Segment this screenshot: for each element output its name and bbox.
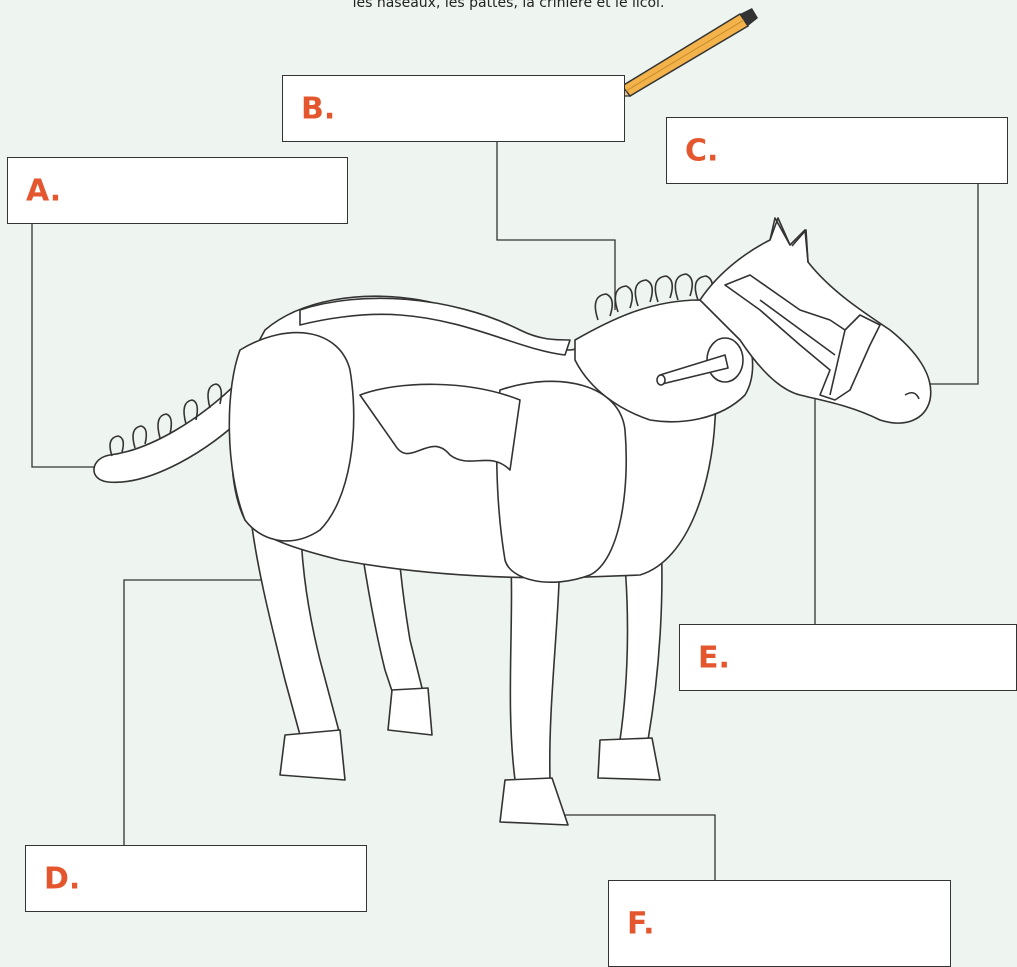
label-letter-b: B. <box>301 91 335 126</box>
label-letter-e: E. <box>698 640 730 675</box>
label-box-a[interactable]: A. <box>7 157 348 224</box>
hindquarter <box>229 333 353 541</box>
label-box-e[interactable]: E. <box>679 624 1017 691</box>
horse-drawing <box>94 218 931 825</box>
label-box-b[interactable]: B. <box>282 75 625 142</box>
label-letter-f: F. <box>627 906 654 941</box>
leader-line-a <box>32 223 100 467</box>
label-box-c[interactable]: C. <box>666 117 1008 184</box>
leader-line-d <box>124 580 262 845</box>
leader-line-f <box>548 815 715 880</box>
pencil-icon <box>612 8 758 96</box>
leader-line-b <box>497 142 615 310</box>
label-letter-c: C. <box>685 133 718 168</box>
leader-line-c <box>912 184 978 384</box>
label-letter-a: A. <box>26 173 61 208</box>
tail <box>94 380 245 482</box>
label-box-d[interactable]: D. <box>25 845 367 912</box>
label-letter-d: D. <box>44 861 80 896</box>
label-box-f[interactable]: F. <box>608 880 951 967</box>
